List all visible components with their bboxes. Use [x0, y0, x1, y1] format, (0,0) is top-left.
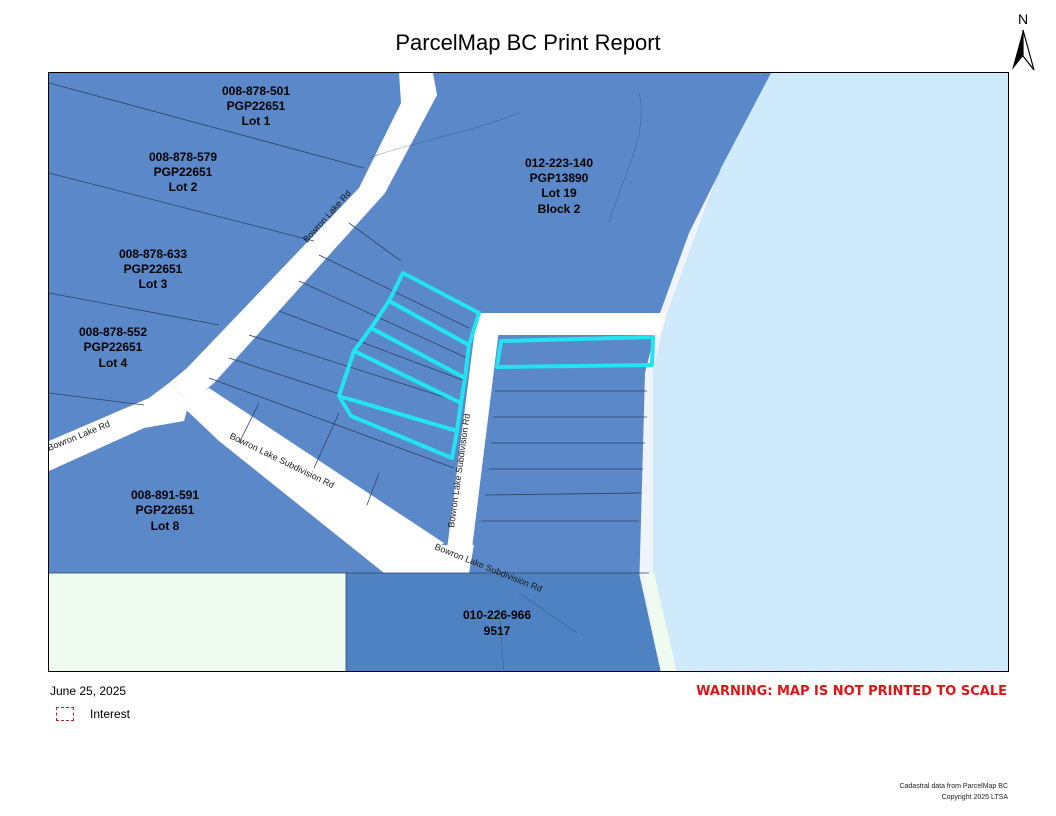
svg-text:PGP22651: PGP22651 — [84, 340, 143, 354]
credits: Cadastral data from ParcelMap BC Copyrig… — [899, 781, 1008, 803]
svg-text:010-226-966: 010-226-966 — [463, 608, 531, 622]
highlighted-lots[interactable] — [337, 271, 655, 460]
scale-warning: WARNING: MAP IS NOT PRINTED TO SCALE — [696, 684, 1007, 699]
legend: Interest — [56, 707, 130, 721]
report-date: June 25, 2025 — [50, 684, 127, 698]
interest-legend-icon — [56, 707, 74, 721]
svg-text:PGP22651: PGP22651 — [227, 99, 286, 113]
svg-text:008-878-633: 008-878-633 — [119, 247, 187, 261]
svg-text:Lot 2: Lot 2 — [169, 180, 198, 194]
svg-text:008-878-552: 008-878-552 — [79, 325, 147, 339]
svg-text:Block 2: Block 2 — [538, 202, 581, 216]
trails — [368, 92, 642, 671]
road-subdivision-diagonal — [179, 388, 444, 573]
road-junction — [404, 545, 474, 573]
green-area — [49, 573, 346, 671]
parcel-label-lot-19: 012-223-140 PGP13890 Lot 19 Block 2 — [525, 156, 593, 216]
legend-label: Interest — [90, 707, 131, 721]
svg-text:PGP22651: PGP22651 — [124, 262, 183, 276]
highlighted-lot-5[interactable] — [337, 394, 459, 460]
parcel-label-lot-3: 008-878-633 PGP22651 Lot 3 — [119, 247, 187, 291]
road-subdivision-spur — [477, 313, 666, 335]
parcel-label-lot-4: 008-878-552 PGP22651 Lot 4 — [79, 325, 147, 370]
svg-text:008-891-591: 008-891-591 — [131, 488, 199, 502]
road-bowron-lake-upper — [169, 73, 437, 403]
map-frame[interactable]: Bowron Lake Rd Bowron Lake Rd Bowron Lak… — [48, 72, 1009, 672]
map-canvas[interactable]: Bowron Lake Rd Bowron Lake Rd Bowron Lak… — [49, 73, 1009, 672]
road-bowron-lake-lower — [49, 383, 189, 471]
highlighted-lot-6[interactable] — [495, 335, 655, 369]
north-arrow-label: N — [1018, 11, 1028, 27]
lake-water — [653, 73, 1008, 671]
credits-line-2: Copyright 2025 LTSA — [941, 794, 1008, 801]
north-arrow-right-half — [1022, 29, 1035, 71]
svg-text:008-878-579: 008-878-579 — [149, 150, 217, 164]
svg-text:012-223-140: 012-223-140 — [525, 156, 593, 170]
road-subdivision-vertical — [444, 313, 501, 573]
north-arrow: N — [1006, 8, 1042, 74]
parcel-label-lot-2: 008-878-579 PGP22651 Lot 2 — [149, 150, 217, 194]
roads — [49, 73, 666, 573]
credits-line-1: Cadastral data from ParcelMap BC — [899, 783, 1008, 790]
svg-text:Lot 19: Lot 19 — [541, 186, 577, 200]
north-arrow-left-half — [1012, 30, 1023, 70]
svg-text:Lot 1: Lot 1 — [242, 114, 271, 128]
parcel-label-lot-1: 008-878-501 PGP22651 Lot 1 — [222, 84, 290, 128]
svg-text:Lot 8: Lot 8 — [151, 519, 180, 533]
svg-text:9517: 9517 — [484, 624, 511, 638]
svg-text:Lot 4: Lot 4 — [99, 356, 128, 370]
shoreline-green — [644, 573, 677, 671]
parcel-label-9517: 010-226-966 9517 — [463, 608, 531, 638]
parcel-label-lot-8: 008-891-591 PGP22651 Lot 8 — [131, 488, 199, 533]
parcel-010-226-966 — [346, 573, 661, 671]
svg-text:PGP13890: PGP13890 — [530, 171, 589, 185]
svg-text:PGP22651: PGP22651 — [136, 503, 195, 517]
page-title: ParcelMap BC Print Report — [395, 30, 661, 55]
svg-text:PGP22651: PGP22651 — [154, 165, 213, 179]
svg-text:Lot 3: Lot 3 — [139, 277, 168, 291]
svg-text:008-878-501: 008-878-501 — [222, 84, 290, 98]
